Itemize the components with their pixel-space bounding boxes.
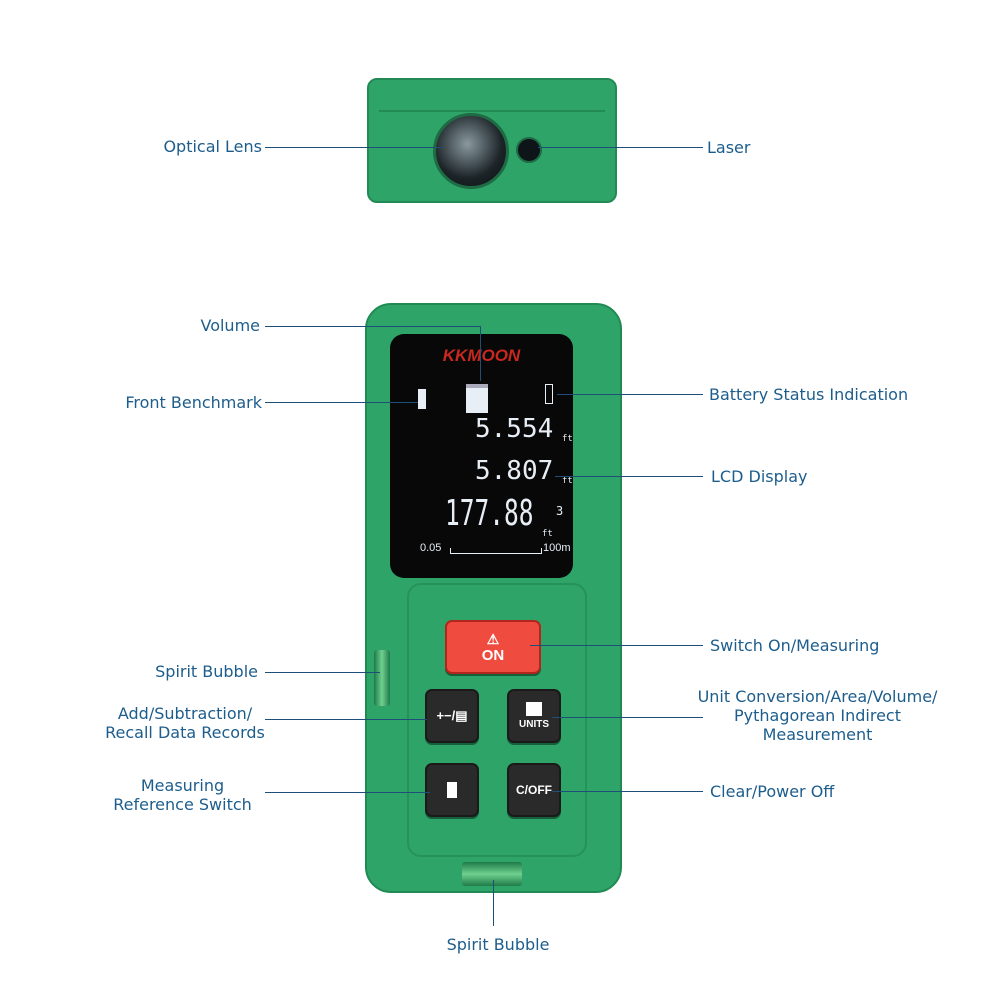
lcd-line-3: 177.88 — [445, 493, 534, 534]
range-min: 0.05 — [420, 542, 442, 554]
label-add-subtraction: Add/Subtraction/ Recall Data Records — [95, 704, 275, 742]
front-benchmark-icon — [418, 389, 426, 409]
leader-line — [265, 147, 443, 148]
side-spirit-bubble — [374, 650, 390, 706]
lcd-screen: KKMOON 5.554 ft 5.807 ft 177.88 ft 3 0.0… — [390, 334, 573, 578]
laser-warning-icon: ⚠ — [486, 630, 500, 647]
label-unit-conv-line3: Measurement — [762, 725, 873, 744]
leader-line — [530, 645, 703, 646]
lcd-line-1: 5.554 — [475, 414, 554, 444]
leader-line — [265, 402, 418, 403]
label-optical-lens: Optical Lens — [163, 137, 262, 156]
on-label: ON — [481, 646, 505, 664]
leader-line — [555, 476, 703, 477]
brand-logo: KKMOON — [442, 346, 521, 365]
label-spirit-bubble-side: Spirit Bubble — [155, 662, 258, 681]
label-clear-off: Clear/Power Off — [710, 782, 835, 801]
lcd-line-2: 5.807 — [475, 456, 554, 486]
label-measuring-reference: Measuring Reference Switch — [95, 776, 270, 814]
units-button[interactable]: UNITS — [507, 689, 561, 743]
label-unit-conversion: Unit Conversion/Area/Volume/ Pythagorean… — [675, 687, 960, 744]
label-measuring-ref-line2: Reference Switch — [113, 795, 252, 814]
leader-line — [557, 394, 703, 395]
label-switch-on: Switch On/Measuring — [710, 636, 880, 655]
label-add-sub-line2: Recall Data Records — [105, 723, 265, 742]
range-max: 100m — [543, 542, 571, 554]
units-label: UNITS — [519, 719, 549, 730]
label-lcd: LCD Display — [711, 467, 808, 486]
label-measuring-ref-line1: Measuring — [140, 776, 225, 795]
leader-line — [538, 147, 703, 148]
label-unit-conv-line1: Unit Conversion/Area/Volume/ — [697, 687, 938, 706]
lcd-exponent: 3 — [556, 504, 564, 518]
laser-aperture — [516, 137, 542, 163]
range-scale — [450, 548, 542, 554]
leader-line — [265, 792, 430, 793]
leader-line — [480, 326, 481, 381]
add-subtract-button[interactable]: +−/▤ — [425, 689, 479, 743]
leader-line — [552, 717, 703, 718]
label-battery: Battery Status Indication — [709, 385, 909, 404]
reference-icon — [447, 782, 457, 798]
lcd-unit-3: ft — [542, 529, 553, 539]
bottom-spirit-bubble — [462, 862, 522, 886]
volume-icon — [466, 384, 488, 413]
leader-line — [552, 791, 703, 792]
on-button[interactable]: ⚠ ON — [445, 620, 541, 674]
label-unit-conv-line2: Pythagorean Indirect — [734, 706, 901, 725]
leader-line — [265, 326, 481, 327]
label-spirit-bubble-bottom: Spirit Bubble — [446, 935, 550, 954]
leader-line — [493, 880, 494, 926]
clear-off-label: C/OFF — [516, 783, 552, 797]
cube-icon — [526, 702, 542, 716]
clear-off-button[interactable]: C/OFF — [507, 763, 561, 817]
leader-line — [265, 719, 427, 720]
add-subtract-label: +−/▤ — [436, 708, 468, 723]
label-front-benchmark: Front Benchmark — [125, 393, 262, 412]
battery-icon — [545, 384, 553, 404]
label-volume: Volume — [200, 316, 260, 335]
lcd-unit-1: ft — [562, 434, 573, 444]
label-add-sub-line1: Add/Subtraction/ — [117, 704, 253, 723]
lcd-unit-2: ft — [562, 476, 573, 486]
leader-line — [265, 672, 380, 673]
reference-switch-button[interactable] — [425, 763, 479, 817]
label-laser: Laser — [707, 138, 751, 157]
optical-lens — [433, 113, 509, 189]
